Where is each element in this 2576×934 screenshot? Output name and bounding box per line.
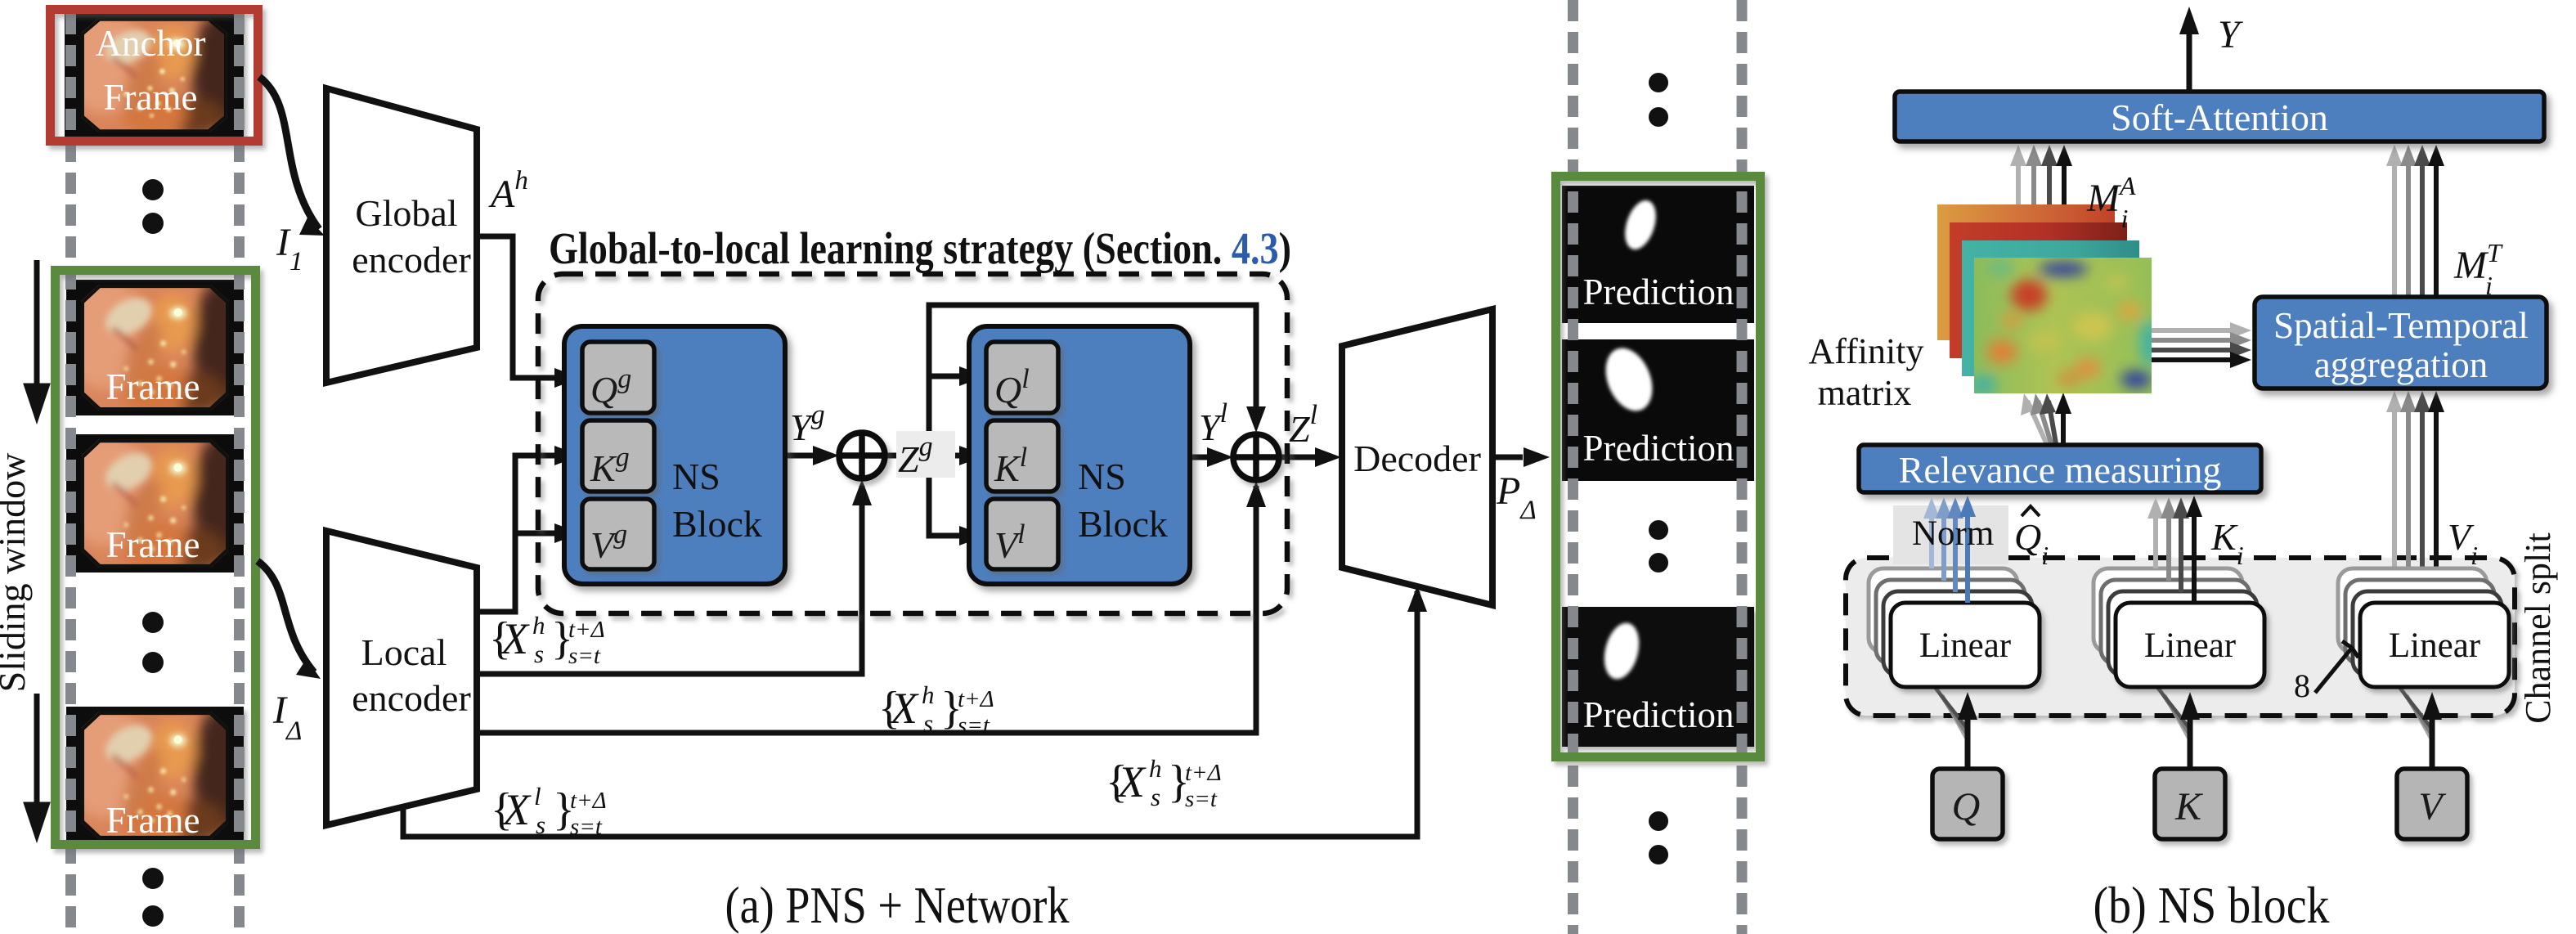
svg-text:V: V [2418, 785, 2446, 828]
svg-text:K: K [2174, 785, 2204, 828]
svg-text:X: X [501, 785, 532, 834]
svg-text:}: } [1168, 757, 1190, 807]
svg-text:8: 8 [2294, 667, 2310, 704]
svg-text:Zg: Zg [898, 432, 933, 480]
svg-text:Frame: Frame [104, 77, 198, 118]
svg-text:Linear: Linear [2144, 626, 2236, 665]
svg-text:h: h [532, 611, 545, 640]
svg-text:Block: Block [672, 503, 762, 545]
svg-text:}: } [553, 784, 575, 835]
svg-text:Q: Q [1952, 785, 1981, 828]
svg-text:Y: Y [2218, 13, 2243, 56]
svg-text:Frame: Frame [106, 524, 200, 565]
svg-text:}: } [551, 613, 573, 664]
svg-text:Channel split: Channel split [2518, 532, 2558, 723]
svg-text:s=t: s=t [568, 643, 601, 669]
svg-text:Linear: Linear [2389, 626, 2480, 665]
svg-text:s=t: s=t [1185, 786, 1218, 812]
svg-text:t+Δ: t+Δ [958, 686, 994, 712]
svg-text:Norm: Norm [1912, 514, 1994, 553]
svg-text:s: s [923, 709, 933, 738]
svg-text:Prediction: Prediction [1583, 428, 1735, 469]
svg-text:Soft-Attention: Soft-Attention [2111, 97, 2328, 138]
svg-text:h: h [922, 680, 935, 709]
svg-text:t+Δ: t+Δ [570, 788, 607, 814]
svg-text:{: { [491, 784, 513, 835]
svg-text:Linear: Linear [1919, 626, 2011, 665]
svg-text:Prediction: Prediction [1583, 272, 1735, 312]
svg-text:X: X [889, 684, 919, 733]
svg-text:Spatial-Temporal: Spatial-Temporal [2273, 305, 2529, 346]
svg-text:Prediction: Prediction [1583, 694, 1735, 735]
svg-text:s: s [1151, 783, 1160, 811]
svg-text:Sliding window: Sliding window [0, 452, 33, 692]
svg-text:Decoder: Decoder [1353, 438, 1481, 479]
svg-text:Global-to-local learning strat: Global-to-local learning strategy (Secti… [549, 223, 1291, 273]
svg-text:}: } [940, 683, 963, 734]
svg-text:Affinity: Affinity [1809, 331, 1924, 371]
svg-text:aggregation: aggregation [2314, 344, 2488, 385]
svg-text:(a) PNS + Network: (a) PNS + Network [725, 876, 1070, 934]
svg-text:X: X [500, 614, 530, 663]
svg-text:encoder: encoder [352, 677, 471, 719]
svg-text:s=t: s=t [958, 712, 990, 739]
svg-text:{: { [878, 683, 900, 734]
svg-text:matrix: matrix [1818, 373, 1912, 413]
svg-text:Qg: Qg [590, 364, 631, 411]
svg-text:l: l [534, 782, 541, 811]
svg-text:t+Δ: t+Δ [568, 617, 605, 643]
svg-text:h: h [1149, 754, 1162, 783]
svg-text:Frame: Frame [106, 366, 200, 407]
svg-text:Anchor: Anchor [96, 23, 206, 64]
svg-text:encoder: encoder [352, 239, 471, 281]
svg-text:{: { [1106, 757, 1128, 807]
svg-text:{: { [489, 613, 511, 664]
svg-text:NS: NS [1078, 456, 1126, 497]
svg-text:t+Δ: t+Δ [1185, 760, 1222, 786]
svg-text:Frame: Frame [106, 800, 200, 841]
svg-text:Global: Global [355, 192, 457, 234]
svg-text:Relevance measuring: Relevance measuring [1899, 449, 2222, 491]
svg-text:Zl: Zl [1289, 400, 1317, 450]
svg-text:s: s [534, 640, 544, 668]
svg-text:Block: Block [1078, 503, 1168, 545]
svg-text:(b) NS block: (b) NS block [2094, 876, 2330, 934]
svg-text:s: s [536, 811, 545, 839]
svg-text:s=t: s=t [570, 814, 603, 840]
svg-text:X: X [1116, 757, 1147, 806]
svg-text:Local: Local [361, 631, 447, 673]
svg-text:NS: NS [672, 456, 720, 497]
